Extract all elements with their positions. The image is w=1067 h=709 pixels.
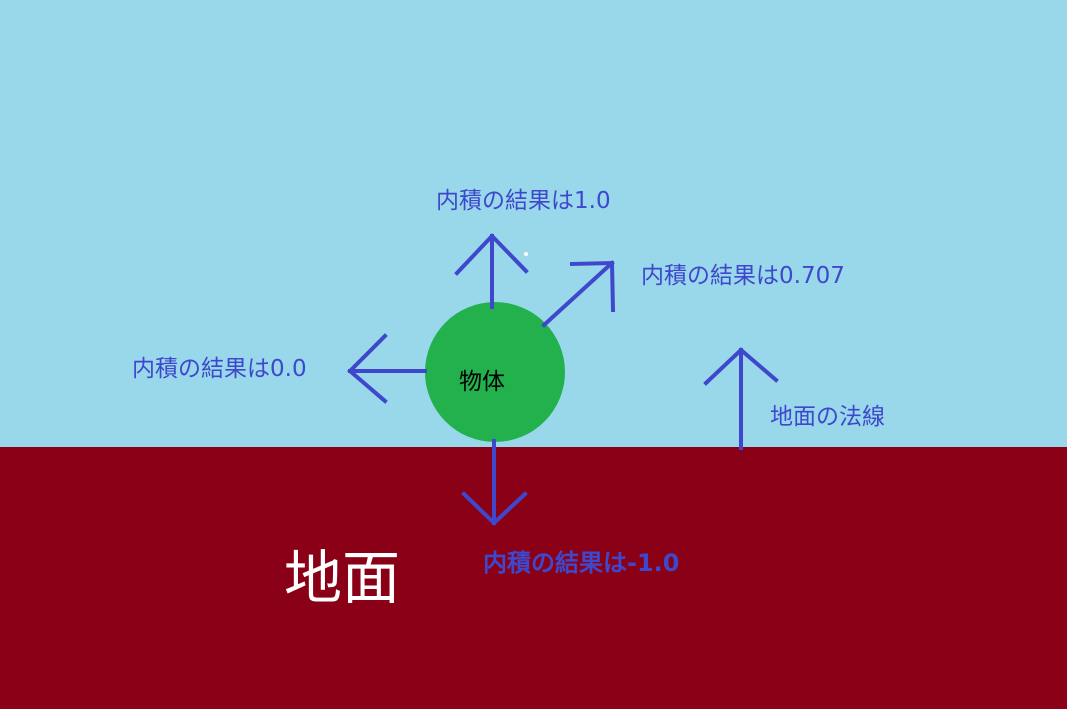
white-dot [524, 252, 528, 256]
arrow-diagonal [541, 260, 616, 328]
object-label: 物体 [459, 369, 505, 395]
ground-label: 地面 [284, 544, 401, 612]
dot-product-label-down: 内積の結果は-1.0 [483, 549, 680, 577]
dot-product-label-diagonal: 内積の結果は0.707 [641, 263, 845, 289]
arrow-down [461, 439, 528, 526]
object-circle [425, 302, 565, 442]
arrow-up [454, 233, 529, 309]
ground-area [0, 447, 1067, 709]
ground-normal-label: 地面の法線 [770, 404, 885, 430]
arrow-left [347, 333, 427, 404]
dot-product-label-up: 内積の結果は1.0 [436, 188, 611, 214]
dot-product-label-left: 内積の結果は0.0 [132, 356, 307, 382]
arrow-ground-normal [703, 347, 779, 450]
